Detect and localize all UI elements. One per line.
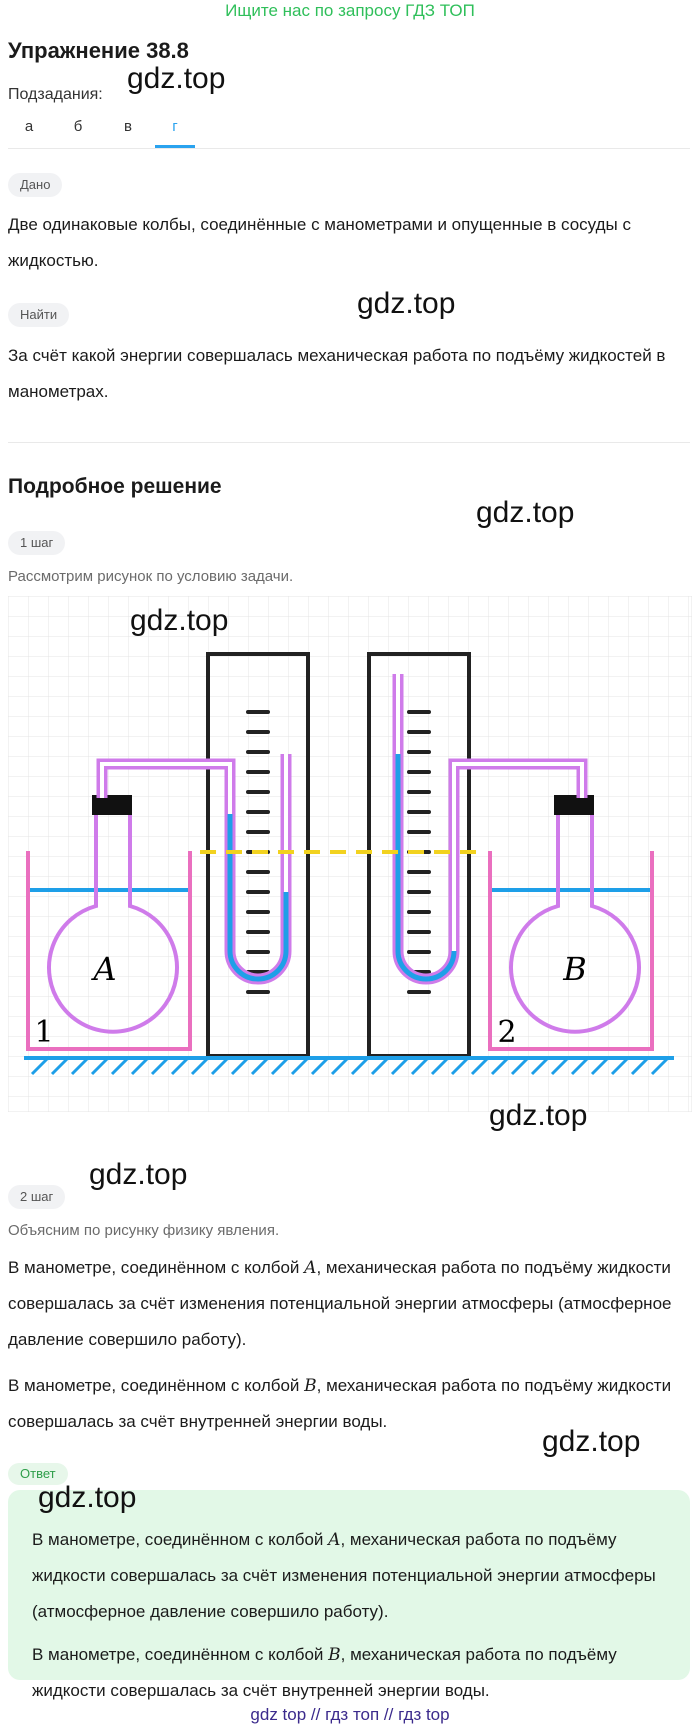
variable-a: A	[328, 1530, 341, 1550]
stopper-a	[92, 795, 132, 815]
scale-ticks-left	[246, 710, 270, 994]
flask-b-label: B	[562, 950, 587, 988]
variable-b: B	[304, 1376, 317, 1396]
page-title: Упражнение 38.8	[8, 38, 189, 63]
find-chip: Найти	[8, 303, 70, 327]
step2-caption: Объясним по рисунку физику явления.	[8, 1222, 280, 1239]
watermark: gdz.top	[542, 1425, 641, 1458]
watermark: gdz.top	[476, 496, 575, 529]
section-divider	[8, 442, 690, 443]
watermark: gdz.top	[127, 62, 226, 95]
answer-paragraph-1: В манометре, соединённом с колбой A, мех…	[32, 1530, 656, 1621]
answer-paragraph-2: В манометре, соединённом с колбой B, мех…	[32, 1645, 617, 1700]
footer-links[interactable]: gdz top // гдз топ // гдз top	[250, 1705, 450, 1724]
step2-paragraph-2: В манометре, соединённом с колбой B, мех…	[8, 1376, 672, 1431]
scale-ticks-right	[407, 710, 431, 994]
subtasks-label: Подзадания:	[8, 86, 103, 103]
solution-heading: Подробное решение	[8, 475, 222, 498]
vessel-2	[488, 851, 654, 1051]
given-text: Две одинаковые колбы, соединённые с мано…	[8, 215, 631, 270]
flask-a	[47, 814, 179, 1034]
search-banner[interactable]: Ищите нас по запросу ГДЗ ТОП	[225, 1, 475, 20]
tabs-divider	[8, 148, 690, 149]
variable-a: A	[304, 1258, 317, 1278]
watermark: gdz.top	[130, 604, 229, 637]
step2-chip: 2 шаг	[8, 1185, 66, 1209]
active-tab-indicator	[155, 145, 195, 148]
watermark: gdz.top	[38, 1481, 137, 1514]
manometer-figure: A B 1 2	[8, 596, 692, 1112]
answer-box	[8, 1490, 690, 1680]
step2-paragraph-1: В манометре, соединённом с колбой A, мех…	[8, 1258, 672, 1349]
vessel-2-label: 2	[497, 1015, 516, 1050]
given-chip: Дано	[8, 173, 63, 197]
answer-chip: Ответ	[8, 1463, 68, 1485]
tab-g-active[interactable]: г	[172, 118, 178, 135]
tab-v[interactable]: в	[124, 118, 132, 135]
watermark: gdz.top	[489, 1099, 588, 1132]
vessel-1-label: 1	[34, 1015, 53, 1050]
tab-b[interactable]: б	[73, 118, 83, 135]
watermark: gdz.top	[357, 287, 456, 320]
grid-background	[8, 596, 692, 1112]
vessel-1	[26, 851, 192, 1051]
variable-b: B	[328, 1645, 341, 1665]
watermark: gdz.top	[89, 1158, 188, 1191]
liquid-left	[227, 814, 289, 982]
liquid-right	[395, 754, 457, 982]
stopper-b	[554, 795, 594, 815]
step1-caption: Рассмотрим рисунок по условию задачи.	[8, 568, 294, 585]
flask-a-label: A	[90, 950, 116, 988]
flask-b	[509, 814, 641, 1034]
step1-chip: 1 шаг	[8, 531, 66, 555]
find-text: За счёт какой энергии совершалась механи…	[8, 346, 666, 401]
tab-a[interactable]: а	[24, 118, 34, 135]
ground-hatching	[30, 1056, 670, 1076]
